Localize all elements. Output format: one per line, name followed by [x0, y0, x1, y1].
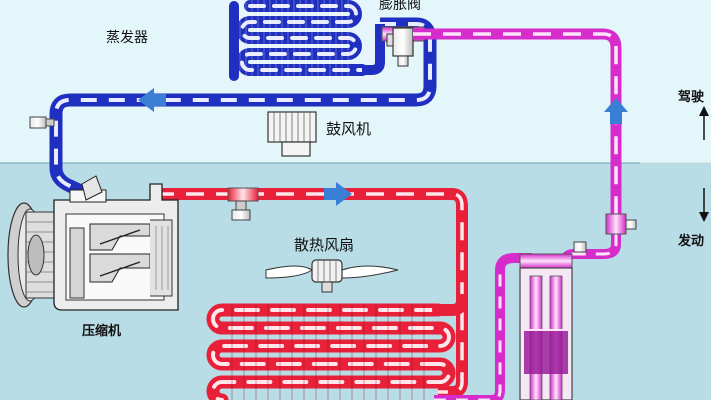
cabin-arrow-up — [699, 106, 709, 140]
engine-arrow-down — [699, 188, 709, 222]
evaporator-label: 蒸发器 — [106, 30, 148, 46]
pressure-switch — [605, 213, 637, 235]
compressor-label: 压缩机 — [82, 324, 122, 339]
low-side-service-port — [29, 116, 55, 129]
radiator-fan — [265, 259, 399, 293]
flow-arrow-suction — [138, 88, 166, 112]
compressor — [7, 175, 179, 311]
engine-label: 发动 — [678, 234, 705, 249]
cabin-label: 驾驶 — [678, 90, 705, 105]
receiver-drier — [495, 241, 587, 400]
high-side-service-port — [227, 187, 259, 221]
blower-motor — [267, 111, 317, 157]
flow-arrow-liquid-up — [604, 98, 628, 124]
cabin-area-background — [0, 0, 711, 163]
blower-label: 鼓风机 — [326, 120, 372, 138]
condenser-coil — [206, 270, 505, 400]
flow-arrow-discharge — [324, 182, 352, 206]
evaporator-coil — [226, 0, 376, 81]
expansion-valve-label: 膨胀阀 — [379, 0, 421, 13]
radiator-fan-label: 散热风扇 — [294, 236, 355, 254]
